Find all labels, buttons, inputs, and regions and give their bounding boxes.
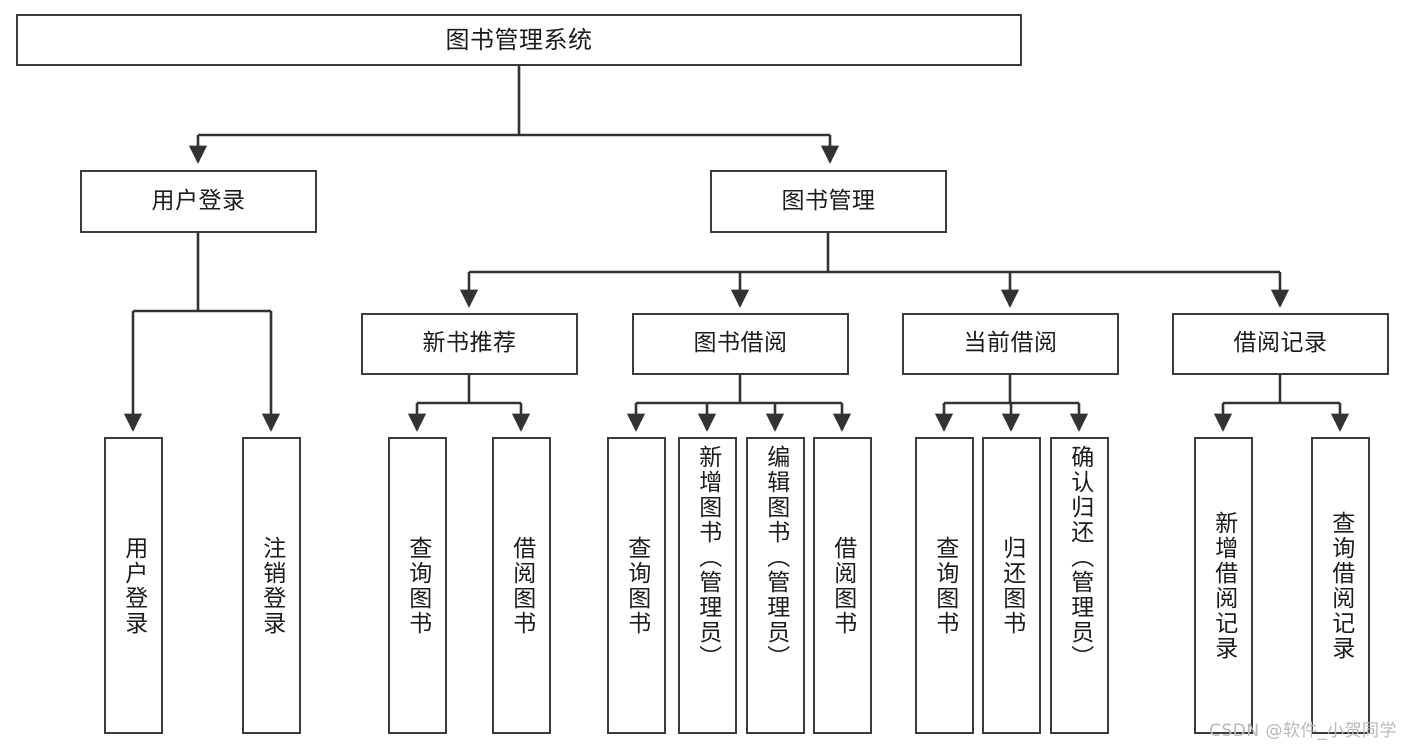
leaf-return-book[interactable]: 归还图书 (982, 437, 1041, 734)
leaf-borrow-book-1[interactable]: 借阅图书 (492, 437, 551, 734)
node-current-borrow[interactable]: 当前借阅 (902, 313, 1119, 375)
leaf-borrow-book-2-label: 借阅图书 (829, 535, 856, 636)
leaf-add-book-label: 新增图书（管理员） (694, 445, 721, 670)
leaf-query-book-3[interactable]: 查询图书 (915, 437, 974, 734)
leaf-add-book[interactable]: 新增图书（管理员） (678, 437, 737, 734)
node-root[interactable]: 图书管理系统 (16, 14, 1022, 66)
node-borrow-record[interactable]: 借阅记录 (1172, 313, 1389, 375)
leaf-edit-book[interactable]: 编辑图书（管理员） (746, 437, 805, 734)
node-user-login[interactable]: 用户登录 (80, 170, 317, 233)
leaf-user-logout[interactable]: 注销登录 (242, 437, 301, 734)
node-book-manage-label: 图书管理 (781, 187, 876, 214)
leaf-query-book-1[interactable]: 查询图书 (388, 437, 447, 734)
node-current-borrow-label: 当前借阅 (963, 330, 1058, 357)
leaf-query-record[interactable]: 查询借阅记录 (1311, 437, 1370, 734)
node-book-borrow[interactable]: 图书借阅 (632, 313, 849, 375)
leaf-borrow-book-1-label: 借阅图书 (508, 535, 535, 636)
node-root-label: 图书管理系统 (445, 25, 593, 54)
leaf-user-login[interactable]: 用户登录 (104, 437, 163, 734)
leaf-user-logout-label: 注销登录 (258, 535, 285, 636)
node-user-login-label: 用户登录 (151, 187, 246, 214)
leaf-return-book-label: 归还图书 (998, 535, 1025, 636)
leaf-query-book-1-label: 查询图书 (404, 535, 431, 636)
leaf-query-record-label: 查询借阅记录 (1327, 510, 1354, 661)
node-new-book-rec-label: 新书推荐 (422, 330, 517, 357)
leaf-user-login-label: 用户登录 (120, 535, 147, 636)
leaf-add-record-label: 新增借阅记录 (1210, 510, 1237, 661)
node-book-borrow-label: 图书借阅 (693, 330, 788, 357)
leaf-query-book-2-label: 查询图书 (623, 535, 650, 636)
node-borrow-record-label: 借阅记录 (1233, 330, 1328, 357)
leaf-add-record[interactable]: 新增借阅记录 (1194, 437, 1253, 734)
leaf-confirm-return[interactable]: 确认归还（管理员） (1050, 437, 1109, 734)
node-book-manage[interactable]: 图书管理 (710, 170, 947, 233)
leaf-confirm-return-label: 确认归还（管理员） (1066, 445, 1093, 670)
leaf-edit-book-label: 编辑图书（管理员） (762, 445, 789, 670)
node-new-book-rec[interactable]: 新书推荐 (361, 313, 578, 375)
leaf-borrow-book-2[interactable]: 借阅图书 (813, 437, 872, 734)
leaf-query-book-2[interactable]: 查询图书 (607, 437, 666, 734)
leaf-query-book-3-label: 查询图书 (931, 535, 958, 636)
